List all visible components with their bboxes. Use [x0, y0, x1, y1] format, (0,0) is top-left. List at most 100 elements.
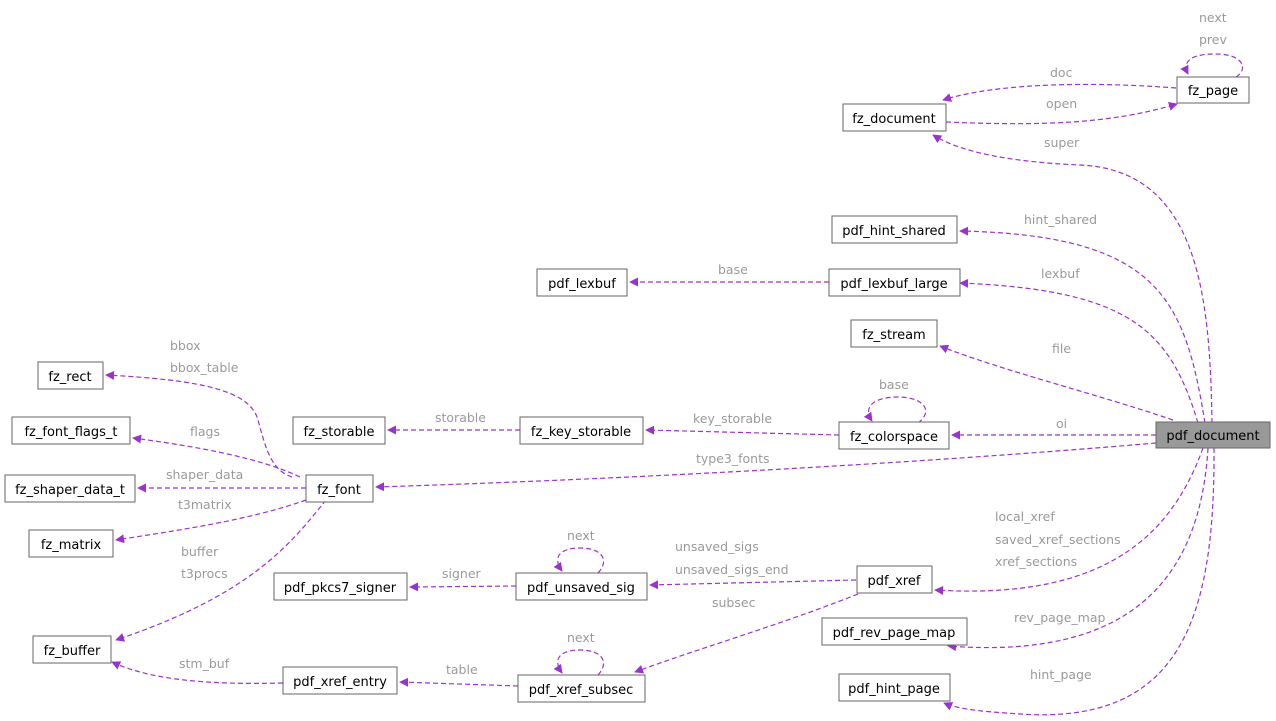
svg-text:pdf_rev_page_map: pdf_rev_page_map [833, 626, 956, 641]
label-unsaved-sigs: unsaved_sigs [675, 539, 759, 554]
svg-text:pdf_hint_page: pdf_hint_page [848, 682, 940, 697]
svg-text:fz_matrix: fz_matrix [41, 538, 102, 553]
svg-text:fz_rect: fz_rect [48, 370, 91, 385]
svg-text:pdf_xref_subsec: pdf_xref_subsec [529, 683, 634, 698]
svg-text:pdf_lexbuf_large: pdf_lexbuf_large [840, 277, 947, 292]
edge-base-colorspace [863, 396, 927, 424]
node-pdf-rev-page-map[interactable]: pdf_rev_page_map [821, 617, 968, 646]
label-rev-page-map: rev_page_map [1014, 610, 1106, 625]
svg-text:fz_document: fz_document [852, 112, 936, 127]
label-base-lexbuf: base [718, 262, 748, 277]
edge-buffer [115, 499, 327, 642]
label-open: open [1046, 96, 1077, 111]
label-oi: oi [1056, 416, 1067, 431]
label-base-colorspace: base [879, 377, 909, 392]
node-pdf-xref-entry[interactable]: pdf_xref_entry [282, 666, 398, 695]
node-fz-buffer[interactable]: fz_buffer [32, 635, 112, 664]
node-fz-rect[interactable]: fz_rect [37, 361, 104, 390]
label-doc: doc [1050, 65, 1073, 80]
edge-hint-page [943, 447, 1215, 716]
svg-text:pdf_unsaved_sig: pdf_unsaved_sig [527, 581, 635, 596]
svg-text:fz_storable: fz_storable [304, 425, 375, 440]
edge-doc [942, 83, 1177, 102]
label-next-subsec: next [567, 630, 595, 645]
node-pdf-pkcs7-signer[interactable]: pdf_pkcs7_signer [273, 572, 408, 601]
edge-table [399, 677, 519, 687]
node-fz-page[interactable]: fz_page [1176, 76, 1250, 104]
edge-hint-shared [959, 226, 1206, 424]
label-hint-shared: hint_shared [1024, 212, 1097, 227]
label-super: super [1044, 135, 1080, 150]
edge-unsaved-sigs [649, 579, 857, 590]
edge-rev-page-map [947, 447, 1209, 652]
label-buffer: buffer [181, 544, 219, 559]
node-fz-key-storable[interactable]: fz_key_storable [519, 416, 644, 445]
node-pdf-lexbuf-large[interactable]: pdf_lexbuf_large [828, 268, 961, 297]
node-pdf-unsaved-sig[interactable]: pdf_unsaved_sig [515, 572, 648, 601]
edge-stm-buf [111, 661, 284, 685]
svg-text:fz_colorspace: fz_colorspace [850, 430, 938, 445]
edge-lexbuf [959, 278, 1199, 424]
node-fz-font[interactable]: fz_font [305, 474, 374, 503]
edge-open [945, 102, 1178, 125]
label-t3matrix: t3matrix [178, 497, 232, 512]
svg-text:pdf_xref: pdf_xref [868, 574, 921, 589]
label-subsec: subsec [712, 595, 756, 610]
edge-fz-page-next-prev [1180, 53, 1244, 78]
node-fz-font-flags-t[interactable]: fz_font_flags_t [11, 416, 131, 445]
edge-type3-fonts [375, 442, 1157, 492]
edge-file [939, 344, 1174, 421]
node-fz-storable[interactable]: fz_storable [292, 416, 386, 445]
label-key-storable: key_storable [693, 411, 772, 426]
edge-subsec [634, 593, 859, 674]
svg-text:pdf_lexbuf: pdf_lexbuf [548, 277, 616, 292]
label-signer: signer [442, 566, 482, 581]
label-local-xref: local_xref [995, 509, 1055, 524]
label-xref-sections: xref_sections [995, 554, 1077, 569]
label-bbox: bbox [170, 338, 201, 353]
svg-text:fz_stream: fz_stream [862, 328, 925, 343]
node-fz-matrix[interactable]: fz_matrix [28, 529, 114, 558]
svg-text:pdf_xref_entry: pdf_xref_entry [293, 675, 387, 690]
edges [105, 53, 1244, 716]
label-file: file [1052, 341, 1071, 356]
node-fz-document[interactable]: fz_document [842, 103, 947, 132]
svg-text:pdf_hint_shared: pdf_hint_shared [842, 224, 946, 239]
label-bbox-table: bbox_table [170, 360, 239, 375]
svg-text:fz_font_flags_t: fz_font_flags_t [24, 425, 117, 440]
svg-text:pdf_document: pdf_document [1166, 429, 1259, 444]
label-storable: storable [435, 410, 486, 425]
label-table: table [446, 662, 478, 677]
label-stm-buf: stm_buf [179, 656, 230, 671]
node-fz-shaper-data-t[interactable]: fz_shaper_data_t [4, 474, 136, 503]
node-pdf-hint-page[interactable]: pdf_hint_page [838, 673, 951, 702]
label-shaper-data: shaper_data [166, 467, 243, 482]
label-next-sig: next [567, 528, 595, 543]
label-type3-fonts: type3_fonts [696, 451, 770, 466]
edge-labels: next prev doc open super hint_shared bas… [166, 10, 1227, 682]
node-pdf-lexbuf[interactable]: pdf_lexbuf [536, 268, 628, 297]
node-pdf-hint-shared[interactable]: pdf_hint_shared [831, 215, 958, 244]
edge-bbox [105, 370, 293, 478]
svg-text:fz_font: fz_font [317, 483, 361, 498]
edge-super [932, 134, 1213, 424]
label-saved-xref-sections: saved_xref_sections [995, 532, 1121, 547]
label-t3procs: t3procs [181, 566, 228, 581]
node-pdf-xref[interactable]: pdf_xref [856, 565, 933, 594]
node-pdf-document[interactable]: pdf_document [1155, 421, 1271, 449]
node-fz-colorspace[interactable]: fz_colorspace [838, 421, 950, 450]
svg-text:fz_shaper_data_t: fz_shaper_data_t [15, 483, 125, 498]
label-prev-page: prev [1199, 32, 1227, 47]
svg-text:fz_page: fz_page [1188, 84, 1238, 99]
label-lexbuf: lexbuf [1041, 266, 1080, 281]
edge-next-sig [553, 547, 604, 574]
svg-text:pdf_pkcs7_signer: pdf_pkcs7_signer [284, 581, 397, 596]
svg-text:fz_key_storable: fz_key_storable [531, 425, 631, 440]
label-next-page: next [1199, 10, 1227, 25]
label-unsaved-sigs-end: unsaved_sigs_end [675, 562, 789, 577]
edge-local-xref [934, 447, 1204, 595]
node-pdf-xref-subsec[interactable]: pdf_xref_subsec [517, 674, 646, 703]
edge-next-subsec [553, 649, 604, 676]
label-flags: flags [190, 424, 220, 439]
node-fz-stream[interactable]: fz_stream [850, 319, 938, 348]
